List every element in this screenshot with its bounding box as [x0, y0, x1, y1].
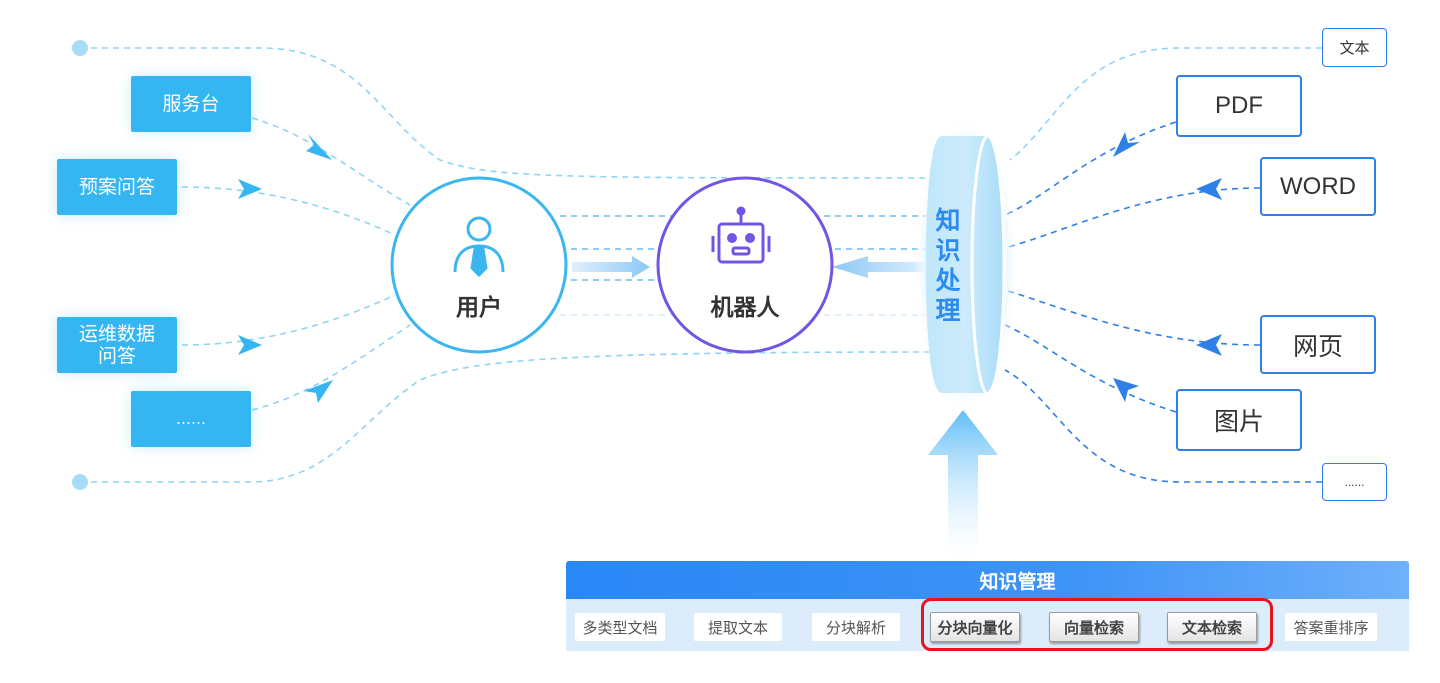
kp-to-robot-arrow [832, 256, 928, 278]
kp-char-2: 识 [935, 236, 961, 265]
flow-line-plan-qa [181, 186, 396, 236]
flow-line-word [1004, 187, 1261, 249]
step-answer-rerank-label: 答案重排序 [1293, 618, 1369, 637]
person-icon [453, 216, 505, 278]
step-vector-search[interactable]: 向量检索 [1049, 612, 1139, 642]
arrowhead-webpage [1196, 334, 1222, 356]
step-multi-type-docs[interactable]: 多类型文档 [575, 613, 665, 641]
user-node-label: 用户 [456, 295, 502, 321]
step-extract-text[interactable]: 提取文本 [694, 613, 782, 641]
kp-char-1: 知 [935, 206, 961, 235]
step-chunk-vectorize[interactable]: 分块向量化 [930, 612, 1020, 642]
flow-line-ops-qa [181, 294, 396, 346]
step-chunk-parse-label: 分块解析 [825, 618, 886, 637]
source-service-desk-label: 服务台 [162, 93, 220, 115]
upload-arrow [928, 410, 998, 560]
kp-char-4: 理 [935, 296, 961, 325]
right-arrowheads [1113, 132, 1222, 402]
knowledge-processing-label: 知 识 处 理 [928, 206, 968, 326]
step-extract-text-label: 提取文本 [707, 618, 768, 637]
step-vector-search-label: 向量检索 [1063, 618, 1124, 637]
step-text-search[interactable]: 文本检索 [1167, 612, 1257, 642]
user-to-robot-arrow [572, 256, 650, 278]
robot-node-circle [656, 176, 834, 354]
left-arrowheads [238, 134, 333, 403]
flow-line-webpage [1004, 289, 1261, 346]
knowledge-processing-cylinder [914, 115, 1018, 415]
robot-node-label: 机器人 [710, 295, 780, 321]
left-flow-lines [80, 47, 931, 483]
right-flow-lines [1004, 47, 1322, 483]
flow-line-image [1004, 324, 1177, 413]
doc-more[interactable]: ...... [1322, 463, 1387, 501]
start-dot-bottom [72, 474, 88, 490]
doc-pdf-label: PDF [1215, 92, 1263, 119]
step-text-search-label: 文本检索 [1181, 618, 1242, 637]
flow-line-more-doc [1004, 369, 1322, 483]
source-plan-qa[interactable]: 预案问答 [57, 159, 177, 215]
flow-line-more-source [251, 324, 411, 411]
center-flow-lines [560, 215, 930, 316]
arrowhead-pdf [1113, 132, 1140, 157]
flow-line-pdf [1004, 121, 1177, 216]
doc-text-label: 文本 [1339, 40, 1370, 57]
arrowhead-image [1113, 378, 1139, 402]
arrowhead-more-source [304, 380, 333, 403]
kp-char-3: 处 [935, 266, 961, 295]
knowledge-management-title: 知识管理 [979, 570, 1056, 593]
doc-webpage-label: 网页 [1292, 332, 1343, 361]
robot-icon [711, 206, 771, 264]
source-plan-qa-label: 预案问答 [78, 176, 155, 198]
arrowhead-service-desk [306, 134, 332, 160]
step-multi-type-docs-label: 多类型文档 [582, 618, 658, 637]
source-ops-data-qa-line2: 问答 [97, 345, 136, 367]
step-chunk-vectorize-label: 分块向量化 [937, 618, 1013, 637]
source-more[interactable]: …… [131, 391, 251, 447]
source-ops-data-qa-line1: 运维数据 [78, 323, 155, 345]
highlight-frame [921, 598, 1273, 651]
source-ops-data-qa[interactable]: 运维数据 问答 [57, 317, 177, 373]
arrowhead-plan-qa [238, 179, 262, 199]
doc-webpage[interactable]: 网页 [1260, 315, 1376, 374]
flow-line-service-desk [251, 117, 411, 206]
arrowhead-ops-qa [238, 335, 262, 355]
doc-image[interactable]: 图片 [1176, 389, 1302, 451]
source-service-desk[interactable]: 服务台 [131, 76, 251, 132]
source-more-label: …… [176, 410, 206, 428]
step-answer-rerank[interactable]: 答案重排序 [1285, 613, 1377, 641]
doc-word[interactable]: WORD [1260, 157, 1376, 216]
arrowhead-word [1196, 178, 1222, 200]
step-chunk-parse[interactable]: 分块解析 [812, 613, 900, 641]
doc-text[interactable]: 文本 [1322, 28, 1387, 67]
start-dot-top [72, 40, 88, 56]
knowledge-management-header: 知识管理 [566, 561, 1409, 599]
doc-word-label: WORD [1280, 172, 1356, 200]
doc-pdf[interactable]: PDF [1176, 75, 1302, 137]
doc-more-label: ...... [1344, 475, 1365, 489]
doc-image-label: 图片 [1213, 408, 1264, 436]
